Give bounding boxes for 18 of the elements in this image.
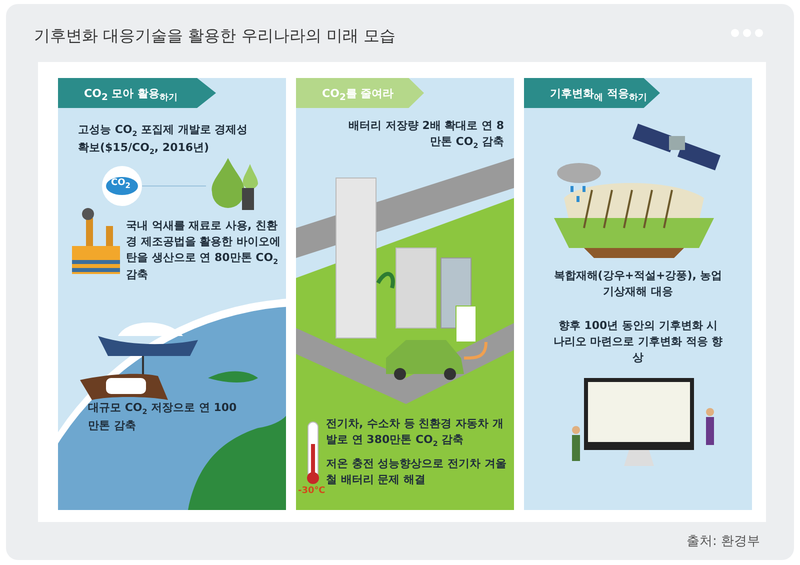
body-text: 국내 억새를 재료로 사용, 친환경 제조공법을 활용한 바이오에탄을 생산으로 연 80만톤 CO$_{2}$ 감축: [126, 218, 282, 284]
body-text: 전기차, 수소차 등 친환경 자동차 개발로 연 380만톤 CO$_{2}$ 감축: [326, 416, 504, 450]
body-text: 대규모 CO$_{2}$ 저장으로 연 100만톤 감축: [88, 400, 238, 434]
heading-text: 복합재해(강우+적설+강풍), 농업 기상재해 대응: [552, 268, 724, 300]
source-note: 출처: 환경부: [686, 533, 760, 550]
icon-label: CO$_{2}$: [111, 178, 130, 190]
tab-heading: 기후변화$_{에}$ 적응$_{하기}$: [524, 78, 660, 108]
panel: [58, 78, 286, 510]
heading-text: 고성능 CO$_{2}$ 포집제 개발로 경제성 확보($15/CO$_{2}$, 2016년): [78, 122, 249, 158]
body-text: 저온 충전 성능향상으로 전기차 겨울철 배터리 문제 해결: [326, 456, 508, 488]
panel: [524, 78, 752, 510]
panel: [296, 78, 514, 510]
heading-text: 배터리 저장량 2배 확대로 연 8만톤 CO$_{2}$ 감축: [348, 118, 504, 152]
body-text: 향후 100년 동안의 기후변화 시나리오 마련으로 기후변화 적응 향상: [553, 318, 723, 366]
title: 기후변화 대응기술을 활용한 우리나라의 미래 모습: [34, 26, 396, 47]
tab-heading: CO$_{2}$를 줄여라: [296, 78, 424, 108]
icon-label: -30℃: [298, 486, 326, 496]
tab-heading: CO$_{2}$ 모아 활용$_{하기}$: [58, 78, 216, 108]
